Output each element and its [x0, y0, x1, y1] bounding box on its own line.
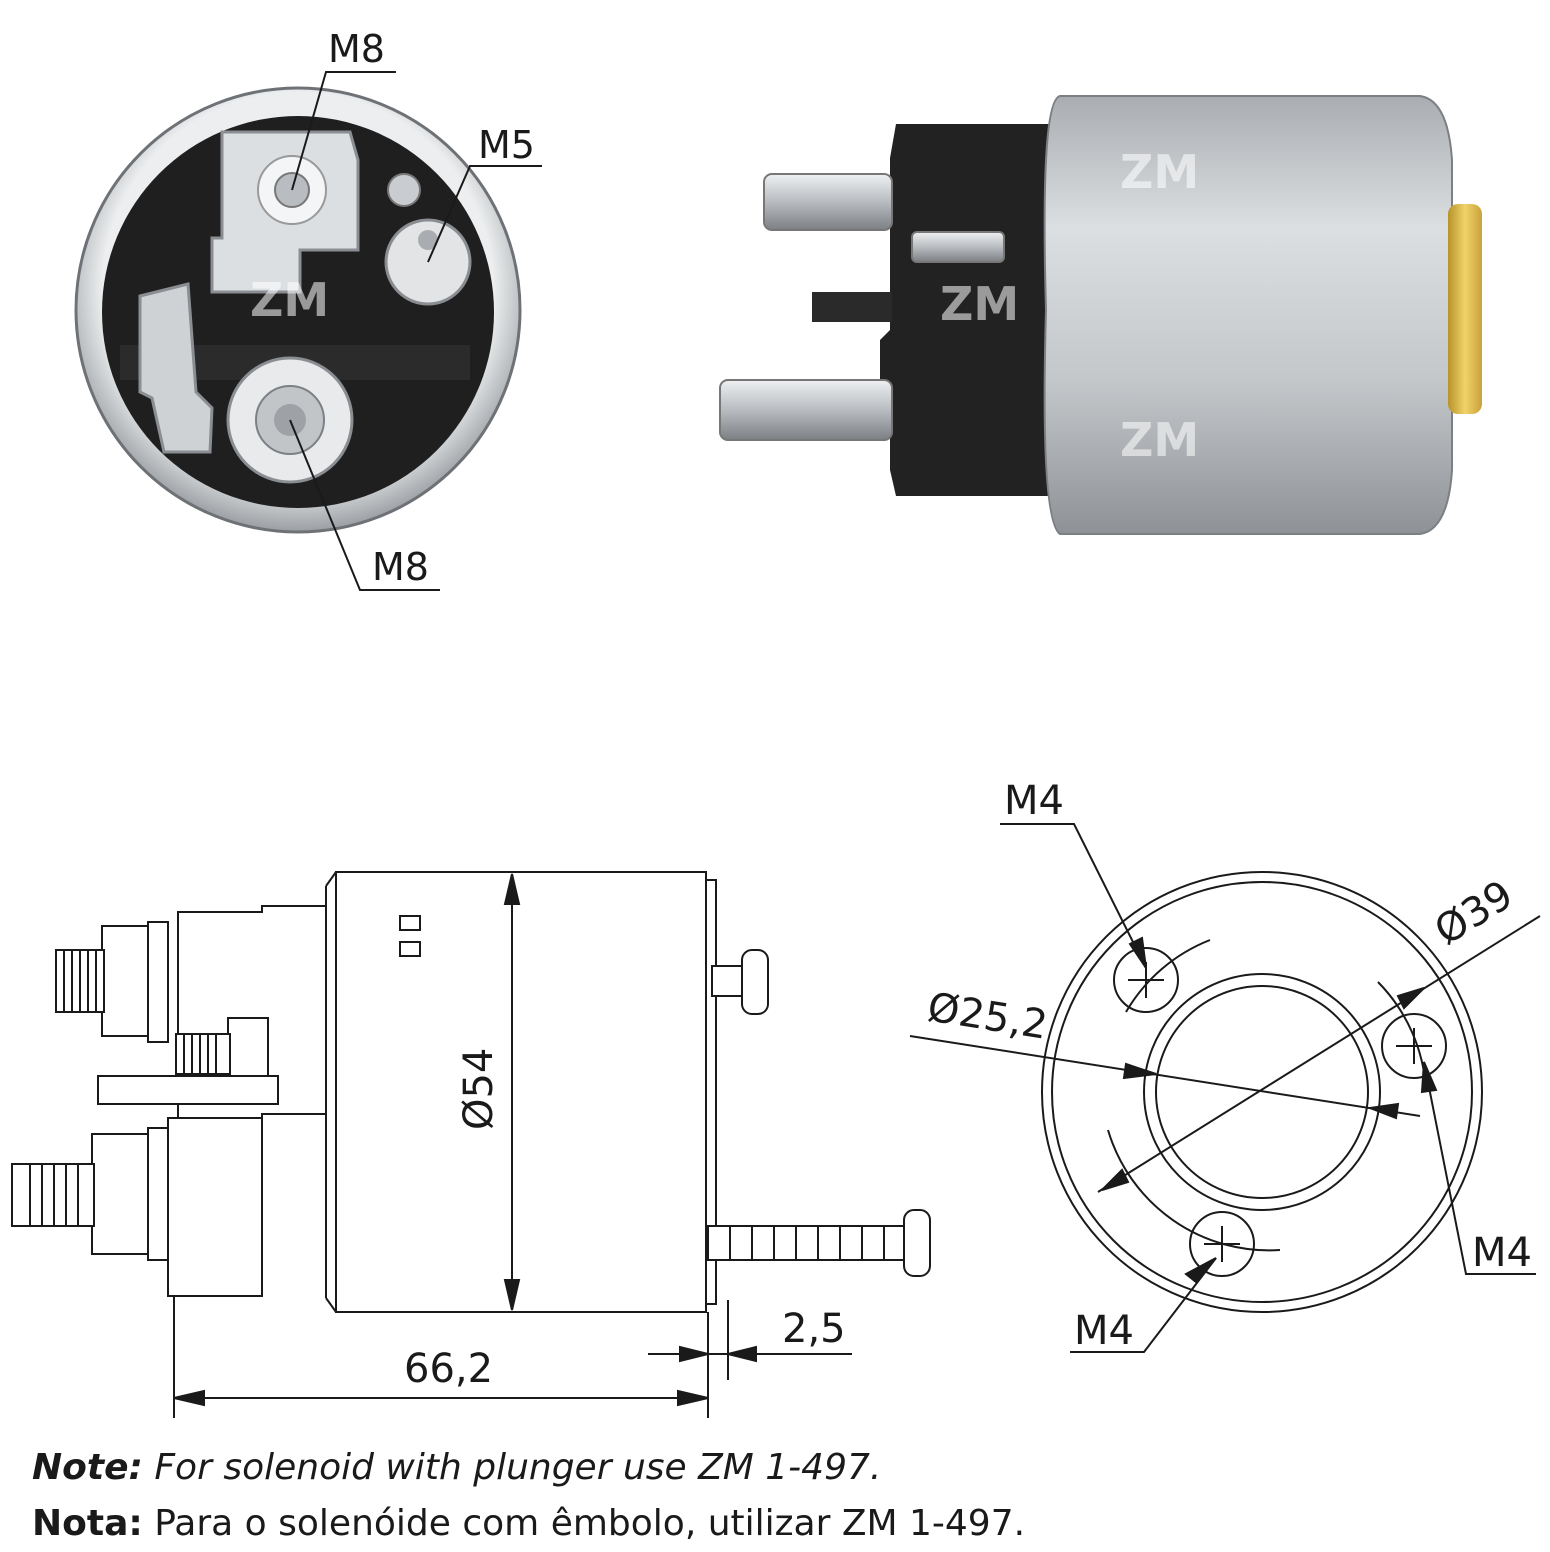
- watermark: ZM: [1120, 413, 1199, 467]
- arrow-head: [1396, 987, 1425, 1010]
- flange-outer-circle: [1041, 871, 1483, 1313]
- upper-thread-lines: [63, 950, 97, 1012]
- arrow-head: [677, 1389, 709, 1407]
- upper-washer: [147, 921, 169, 1043]
- middle-thread-lines: [183, 1034, 217, 1074]
- arrow-head: [503, 873, 521, 905]
- dim-bolt-circle-line: [1097, 915, 1541, 1193]
- label-m4-top: M4: [1004, 778, 1064, 824]
- m5-terminal-stud: [418, 230, 438, 250]
- note-portuguese: Nota: Para o solenóide com êmbolo, utili…: [32, 1496, 1532, 1552]
- label-diameter-25-2: Ø25,2: [924, 984, 1050, 1048]
- bolt-circle-arc: [1107, 1129, 1281, 1252]
- lower-screw-thread-lines: [729, 1226, 885, 1260]
- cylinder-body: [335, 871, 707, 1313]
- upper-nut: [101, 925, 149, 1037]
- lower-nut: [91, 1133, 149, 1255]
- note-portuguese-text: Para o solenóide com êmbolo, utilizar ZM…: [154, 1503, 1026, 1544]
- arrow-head: [1184, 1257, 1217, 1284]
- arrow-head: [1128, 936, 1147, 969]
- arrow-head: [503, 1279, 521, 1311]
- drawing-flange-view: [909, 823, 1541, 1353]
- bracket-strip: [97, 1075, 279, 1105]
- black-cap-side: [880, 124, 1052, 496]
- note-portuguese-key: Nota:: [32, 1503, 143, 1544]
- lower-washer: [147, 1127, 169, 1261]
- brass-plug: [1448, 204, 1482, 414]
- bore-circle: [1143, 973, 1381, 1211]
- photo-side-view: ZM ZM ZM ZM: [250, 95, 1482, 535]
- upper-screw-thread: [711, 965, 743, 997]
- cylinder-bottom-chamfer: [325, 1297, 337, 1313]
- screw-top: [1113, 947, 1179, 1013]
- dim-diameter-54: Ø54: [456, 1048, 502, 1130]
- lower-screw-head: [903, 1209, 931, 1277]
- bore-circle-inner: [1155, 985, 1369, 1199]
- arrow-head: [1101, 1168, 1130, 1191]
- dim-bore-line: [909, 1035, 1421, 1117]
- arrow-head: [679, 1345, 709, 1363]
- dim-offset-2-5: 2,5: [782, 1306, 846, 1352]
- left-bracket: [138, 282, 214, 454]
- flange-outer-circle-inner: [1051, 881, 1473, 1303]
- note-english: Note: For solenoid with plunger use ZM 1…: [32, 1440, 1532, 1496]
- arrow-head: [1366, 1102, 1400, 1120]
- leader-m4-right: [1423, 1061, 1536, 1275]
- lower-screw-thread: [707, 1225, 905, 1261]
- leader-m4-top: [1000, 823, 1147, 969]
- notes-block: Note: For solenoid with plunger use ZM 1…: [32, 1440, 1532, 1552]
- bolt-circle-arc: [1125, 939, 1211, 1013]
- watermark: ZM: [1120, 145, 1199, 199]
- callout-m5: M5: [478, 123, 535, 167]
- arrow-head: [727, 1345, 757, 1363]
- callout-bottom-m8: M8: [372, 545, 429, 589]
- arrow-head: [1122, 1062, 1157, 1080]
- watermark: ZM: [940, 277, 1019, 331]
- mark-square: [399, 915, 421, 931]
- drawing-side-view: [11, 871, 931, 1418]
- metal-can: [1043, 95, 1453, 535]
- screw-right: [1381, 1013, 1447, 1079]
- arrow-head: [1420, 1061, 1438, 1094]
- middle-stud: [911, 231, 1005, 263]
- small-post: [387, 173, 421, 207]
- upper-screw-head: [741, 949, 769, 1015]
- mark-square: [399, 941, 421, 957]
- dim-length-66-2: 66,2: [404, 1346, 493, 1392]
- cylinder-top-chamfer: [325, 871, 337, 887]
- note-english-text: For solenoid with plunger use ZM 1-497.: [154, 1447, 882, 1488]
- label-m4-right: M4: [1472, 1230, 1532, 1276]
- label-m4-bottom: M4: [1074, 1308, 1134, 1354]
- arrow-head: [173, 1389, 205, 1407]
- cap-lower-block: [167, 1117, 263, 1297]
- watermark-group: ZM ZM ZM ZM: [250, 145, 1199, 467]
- callout-leaders: [289, 71, 542, 591]
- lower-thread-lines: [29, 1164, 79, 1226]
- note-english-key: Note:: [32, 1447, 143, 1488]
- callout-top-m8: M8: [328, 27, 385, 71]
- upper-stud: [763, 173, 893, 231]
- leader-m4-bottom: [1070, 1257, 1217, 1353]
- lower-stud: [719, 379, 893, 441]
- watermark: ZM: [250, 273, 329, 327]
- photo-front-view: M8 M5 M8: [74, 27, 542, 591]
- flange-lip: [705, 879, 717, 1305]
- bracket-strip: [812, 292, 892, 322]
- label-diameter-39: Ø39: [1427, 872, 1521, 955]
